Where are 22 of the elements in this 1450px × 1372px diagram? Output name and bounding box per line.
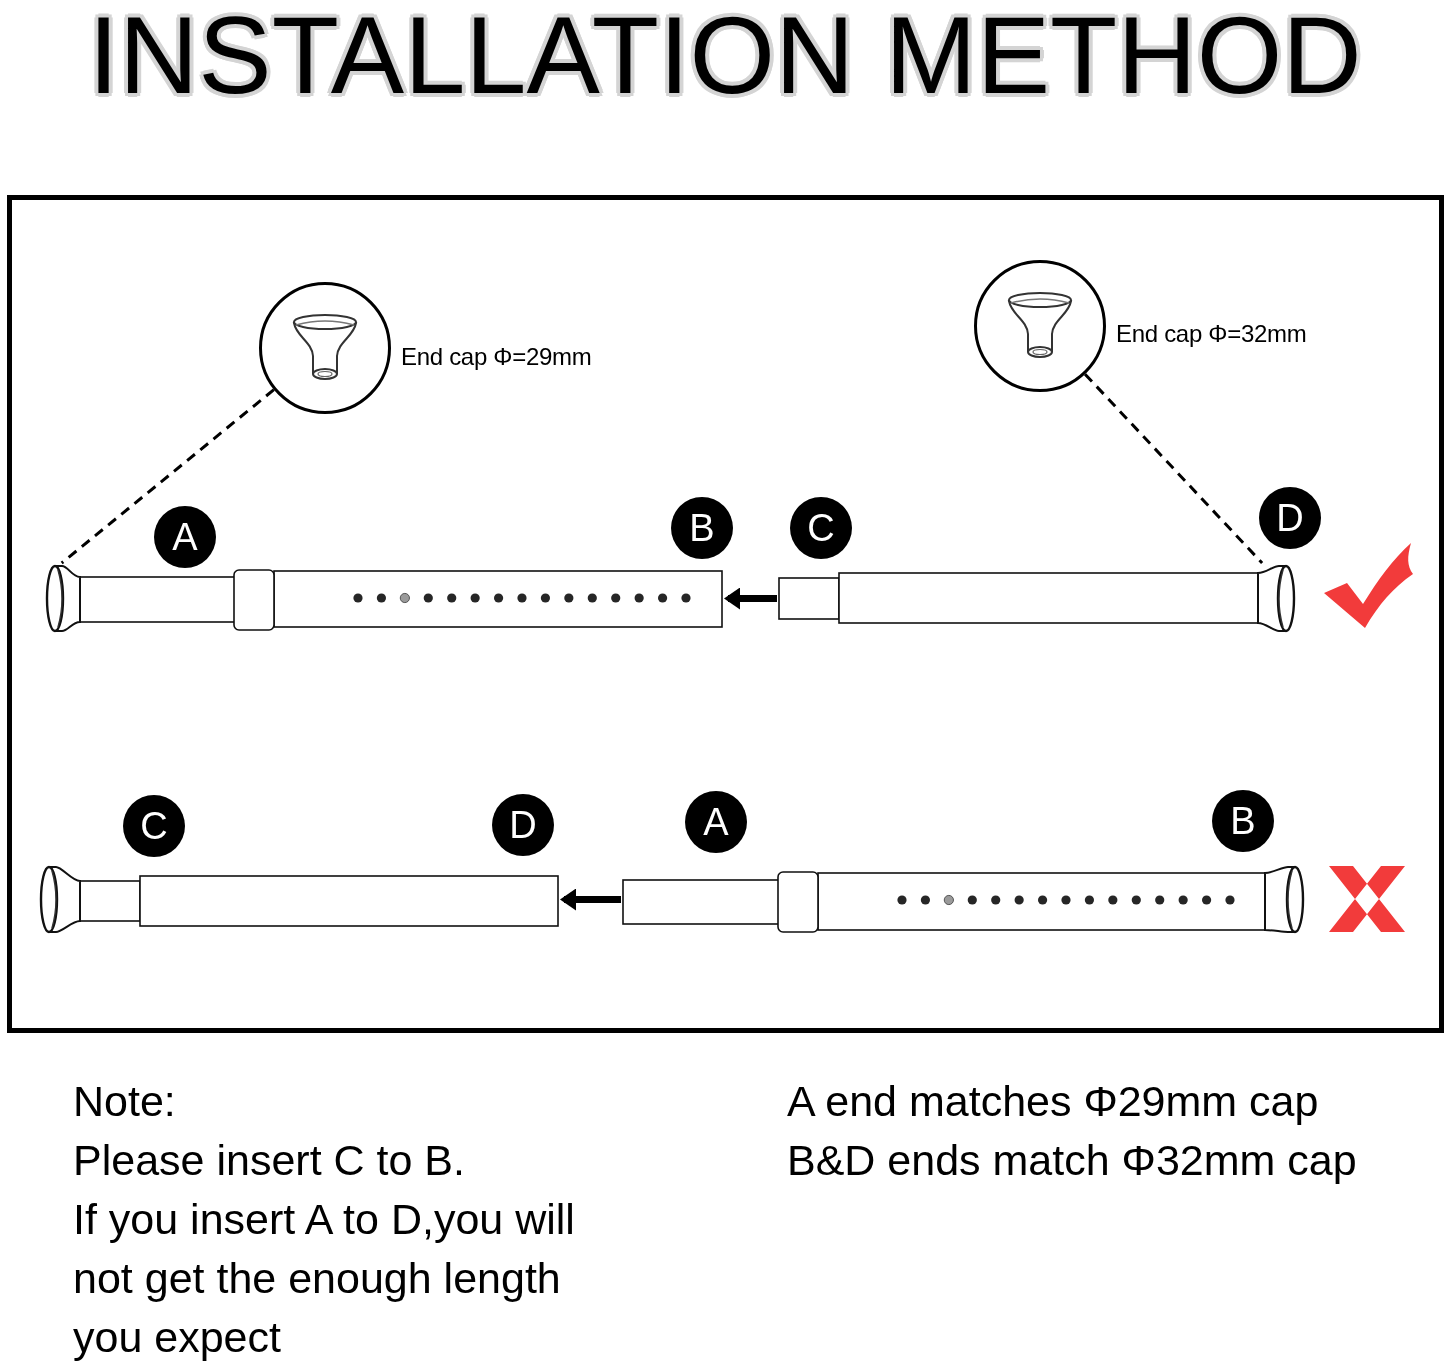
callout-letter: C <box>123 795 185 857</box>
title: INSTALLATION METHOD <box>88 0 1362 110</box>
note-text: Note: <box>73 1076 176 1127</box>
note-text: Please insert C to B. <box>73 1135 465 1186</box>
arrow <box>560 888 621 911</box>
tension-rod <box>38 864 560 935</box>
callout-letter: A <box>154 506 216 568</box>
note-text: A end matches Φ29mm cap <box>787 1076 1319 1127</box>
leader-line <box>60 388 275 565</box>
end-cap-caption: End cap Φ=32mm <box>1116 320 1307 348</box>
callout-letter: B <box>1212 790 1274 852</box>
callout-letter: D <box>1259 487 1321 549</box>
end-cap-caption: End cap Φ=29mm <box>401 343 592 371</box>
callout-letter: D <box>492 794 554 856</box>
note-text: B&D ends match Φ32mm cap <box>787 1135 1357 1186</box>
callout-letter: A <box>685 791 747 853</box>
leader-line <box>1084 373 1264 565</box>
tension-rod <box>777 563 1298 634</box>
arrow <box>724 587 777 610</box>
callout-letter: C <box>790 497 852 559</box>
note-text: If you insert A to D,you will not get the enough length you expect <box>73 1194 576 1363</box>
callout-letter: B <box>671 497 733 559</box>
